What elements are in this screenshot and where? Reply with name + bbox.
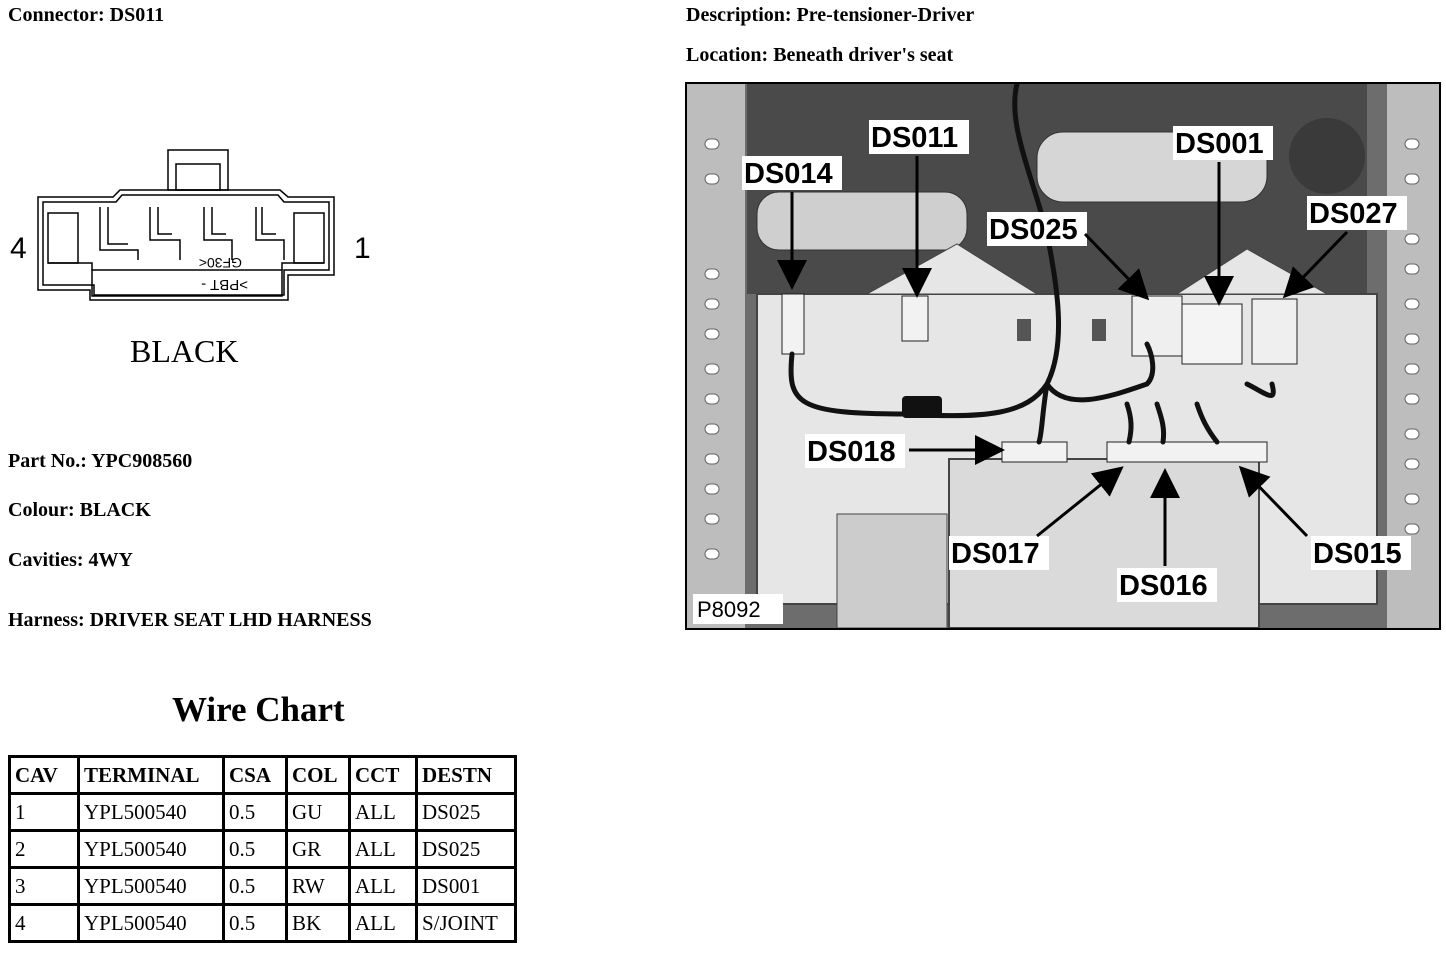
header-destn: DESTN: [415, 755, 517, 795]
header-cav: CAV: [8, 755, 80, 795]
table-row: 4 YPL500540 0.5 BK ALL S/JOINT: [8, 903, 517, 943]
plate-number: P8092: [697, 597, 761, 622]
label-ds016: DS016: [1119, 570, 1208, 602]
wire-chart-table: CAV TERMINAL CSA COL CCT DESTN 1 YPL5005…: [8, 755, 517, 943]
table-row: 3 YPL500540 0.5 RW ALL DS001: [8, 866, 517, 906]
table-row: 2 YPL500540 0.5 GR ALL DS025: [8, 829, 517, 869]
cell-terminal: YPL500540: [77, 903, 225, 943]
cell-cct: ALL: [348, 866, 418, 906]
cell-csa: 0.5: [222, 829, 288, 869]
location-label: Location: Beneath driver's seat: [686, 44, 954, 66]
harness: Harness: DRIVER SEAT LHD HARNESS: [8, 609, 372, 631]
pin-label-right: 1: [354, 232, 371, 265]
cell-terminal: YPL500540: [77, 792, 225, 832]
header-terminal: TERMINAL: [77, 755, 225, 795]
cavities: Cavities: 4WY: [8, 549, 133, 571]
cell-cct: ALL: [348, 829, 418, 869]
mould-text-2: GF30<: [199, 255, 242, 271]
cell-terminal: YPL500540: [77, 829, 225, 869]
cell-destn: S/JOINT: [415, 903, 517, 943]
cell-col: RW: [285, 866, 351, 906]
label-ds017: DS017: [951, 538, 1040, 570]
description-label: Description: Pre-tensioner-Driver: [686, 4, 975, 26]
table-header-row: CAV TERMINAL CSA COL CCT DESTN: [8, 755, 517, 795]
header-col: COL: [285, 755, 351, 795]
label-ds025: DS025: [989, 214, 1078, 246]
cell-destn: DS025: [415, 829, 517, 869]
label-ds015: DS015: [1313, 538, 1402, 570]
pin-label-left: 4: [10, 232, 27, 265]
label-ds001: DS001: [1175, 128, 1264, 160]
cell-cct: ALL: [348, 903, 418, 943]
label-ds014: DS014: [744, 158, 833, 190]
connector-colour-label: BLACK: [130, 333, 238, 369]
mould-text-1: >PBT -: [201, 276, 248, 293]
cell-col: GR: [285, 829, 351, 869]
connector-label: Connector: DS011: [8, 4, 165, 26]
part-number: Part No.: YPC908560: [8, 450, 193, 472]
table-row: 1 YPL500540 0.5 GU ALL DS025: [8, 792, 517, 832]
cell-cav: 2: [8, 829, 80, 869]
cell-csa: 0.5: [222, 903, 288, 943]
label-ds011: DS011: [871, 122, 958, 154]
cell-destn: DS001: [415, 866, 517, 906]
cell-csa: 0.5: [222, 792, 288, 832]
colour: Colour: BLACK: [8, 499, 151, 521]
cell-terminal: YPL500540: [77, 866, 225, 906]
cell-cav: 4: [8, 903, 80, 943]
wire-chart-title: Wire Chart: [172, 690, 345, 729]
connector-face-diagram: GF30< >PBT - 4 1 BLACK: [8, 140, 388, 370]
cell-cav: 3: [8, 866, 80, 906]
cell-cav: 1: [8, 792, 80, 832]
location-photo: DS011 DS001 DS014 DS025 DS027 DS018 DS01…: [685, 82, 1441, 630]
cell-csa: 0.5: [222, 866, 288, 906]
cell-destn: DS025: [415, 792, 517, 832]
cell-col: GU: [285, 792, 351, 832]
cell-cct: ALL: [348, 792, 418, 832]
cell-col: BK: [285, 903, 351, 943]
header-cct: CCT: [348, 755, 418, 795]
label-ds018: DS018: [807, 436, 896, 468]
label-ds027: DS027: [1309, 198, 1398, 230]
header-csa: CSA: [222, 755, 288, 795]
